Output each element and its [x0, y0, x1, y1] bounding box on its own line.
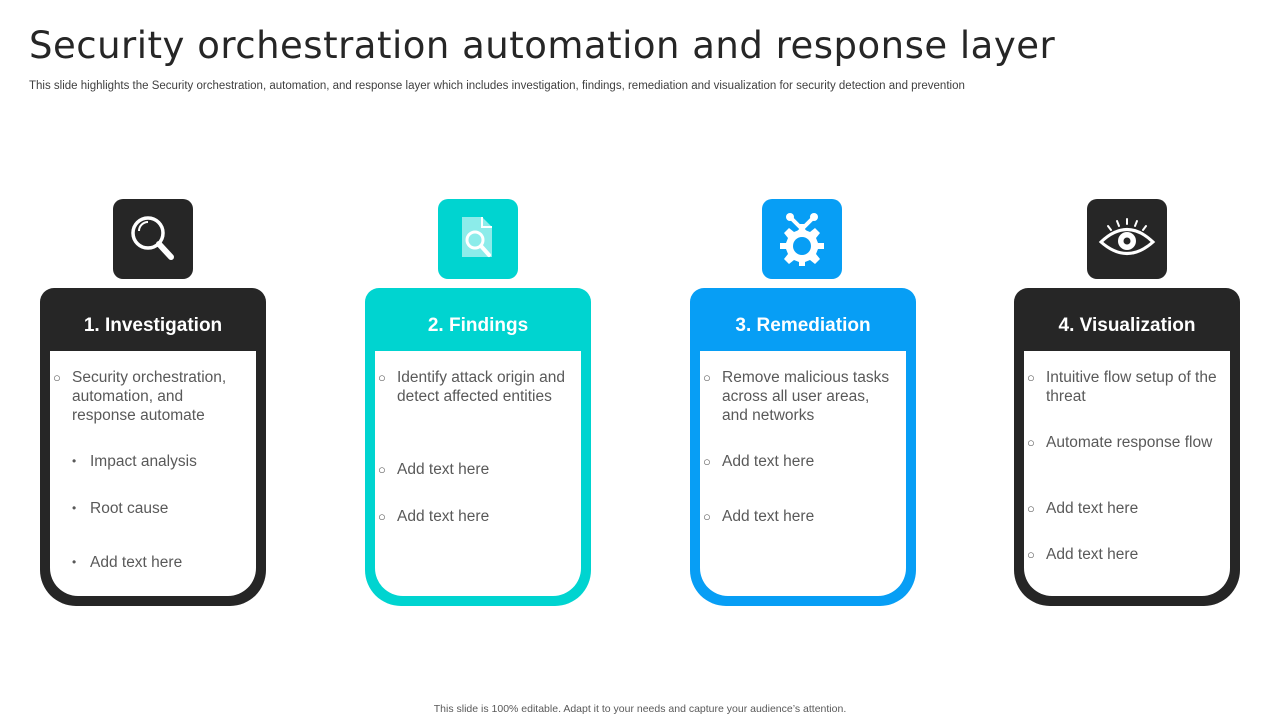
card-body: ○Security orchestration, automation, and…	[50, 351, 256, 596]
bullet-marker: ○	[53, 370, 61, 385]
card-heading: 1. Investigation	[83, 315, 223, 336]
list-item: ○Add text here	[703, 453, 815, 470]
list-item: ○Security orchestration, automation, and…	[53, 369, 227, 424]
list-item: ○Identify attack origin and detect affec…	[378, 369, 566, 405]
page-subtitle: This slide highlights the Security orche…	[29, 80, 965, 92]
remediation-card: 3. Remediation ○Remove malicious tasks a…	[690, 288, 916, 606]
magnifier-icon	[131, 216, 174, 260]
document-search-icon	[462, 217, 492, 257]
visualization-icon-box	[1087, 199, 1167, 279]
bullet-marker: ○	[703, 509, 711, 524]
list-item: ○Add text here	[378, 461, 490, 478]
bullet-marker: ○	[1027, 547, 1035, 562]
list-item: ○Intuitive flow setup of the threat	[1027, 369, 1217, 405]
bullet-marker: ○	[378, 462, 386, 477]
card-heading: 2. Findings	[427, 315, 529, 336]
card-body: ○Remove malicious tasks across all user …	[700, 351, 906, 596]
list-item: ○Add text here	[378, 508, 490, 525]
card-body: ○Intuitive flow setup of the threat ○Aut…	[1024, 351, 1230, 596]
bullet-marker: ○	[378, 370, 386, 385]
list-item: ○Automate response flow	[1027, 434, 1213, 451]
card-heading: 3. Remediation	[735, 315, 871, 336]
eye-icon	[1098, 218, 1156, 255]
gear-tools-icon	[780, 213, 824, 266]
list-item: •Root cause	[72, 500, 169, 517]
bullet-marker: ○	[703, 370, 711, 385]
bullet-marker: ○	[1027, 435, 1035, 450]
bullet-marker: •	[72, 454, 77, 468]
investigation-icon-box	[113, 199, 193, 279]
bullet-marker: ○	[378, 509, 386, 524]
list-item: ○Remove malicious tasks across all user …	[703, 369, 890, 424]
list-item: ○Add text here	[1027, 546, 1139, 563]
card-body: ○Identify attack origin and detect affec…	[375, 351, 581, 596]
bullet-marker: •	[72, 501, 77, 515]
card-heading: 4. Visualization	[1058, 315, 1196, 336]
bullet-marker: ○	[703, 454, 711, 469]
list-item: •Add text here	[72, 554, 183, 571]
bullet-marker: •	[72, 555, 77, 569]
findings-card: 2. Findings ○Identify attack origin and …	[365, 288, 591, 606]
remediation-icon-box	[762, 199, 842, 279]
investigation-card: 1. Investigation ○Security orchestration…	[40, 288, 266, 606]
page-title: Security orchestration automation and re…	[29, 24, 1056, 67]
list-item: •Impact analysis	[72, 453, 197, 470]
footer-note: This slide is 100% editable. Adapt it to…	[433, 703, 847, 715]
bullet-marker: ○	[1027, 370, 1035, 385]
visualization-card: 4. Visualization ○Intuitive flow setup o…	[1014, 288, 1240, 606]
list-item: ○Add text here	[703, 508, 815, 525]
list-item: ○Add text here	[1027, 500, 1139, 517]
bullet-marker: ○	[1027, 501, 1035, 516]
findings-icon-box	[438, 199, 518, 279]
